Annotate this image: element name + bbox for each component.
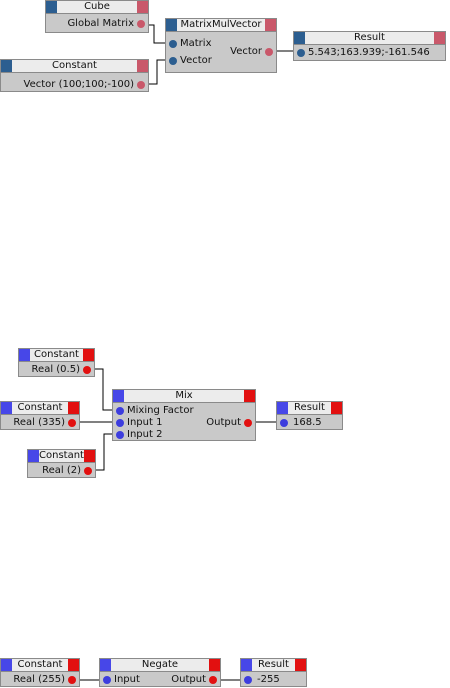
input-port-icon[interactable] xyxy=(116,431,124,439)
result-node-header[interactable]: Result xyxy=(241,659,306,672)
constant-node-header[interactable]: Constant xyxy=(19,349,94,362)
port-label: Input 2 xyxy=(127,429,163,440)
output-port-icon[interactable] xyxy=(209,676,217,684)
constant-node-header[interactable]: Constant xyxy=(1,659,79,672)
result-value: 168.5 xyxy=(293,417,322,428)
port-label: Matrix xyxy=(180,38,212,49)
constant-node-header[interactable]: Constant xyxy=(28,450,95,463)
output-port-icon[interactable] xyxy=(68,676,76,684)
node-title: Result xyxy=(258,659,289,670)
mix-node-header[interactable]: Mix xyxy=(113,390,255,403)
result-node-header[interactable]: Result xyxy=(294,32,445,45)
port-label: Real (2) xyxy=(42,465,81,476)
input-port-icon[interactable] xyxy=(280,419,288,427)
constant-half-node[interactable]: Constant Real (0.5) xyxy=(18,348,95,377)
result-negate-node[interactable]: Result -255 xyxy=(240,658,307,687)
port-label: Global Matrix xyxy=(67,18,134,29)
result-mix-node[interactable]: Result 168.5 xyxy=(276,401,343,430)
input-port-icon[interactable] xyxy=(169,57,177,65)
negate-node[interactable]: Negate Input Output xyxy=(99,658,221,687)
node-title: Constant xyxy=(17,402,63,413)
input-port-icon[interactable] xyxy=(103,676,111,684)
cube-node[interactable]: Cube Global Matrix xyxy=(45,0,149,33)
output-port-icon[interactable] xyxy=(84,467,92,475)
constant-335-node[interactable]: Constant Real (335) xyxy=(0,401,80,430)
constant-node-header[interactable]: Constant xyxy=(1,402,79,415)
cube-node-header[interactable]: Cube xyxy=(46,1,148,14)
node-title: Constant xyxy=(34,349,79,360)
matrix-mul-vector-header[interactable]: MatrixMulVector xyxy=(166,19,276,32)
node-title: Result xyxy=(294,402,325,413)
constant-node-header[interactable]: Constant xyxy=(1,60,148,73)
port-label: Output xyxy=(206,417,241,428)
output-port-icon[interactable] xyxy=(244,419,252,427)
port-label: Real (0.5) xyxy=(31,364,80,375)
result-value: 5.543;163.939;-161.546 xyxy=(308,47,430,58)
port-label: Mixing Factor xyxy=(127,405,194,416)
node-title: Constant xyxy=(52,60,97,71)
output-port-icon[interactable] xyxy=(68,419,76,427)
node-title: Constant xyxy=(17,659,63,670)
node-title: Constant xyxy=(39,450,84,461)
input-port-icon[interactable] xyxy=(116,407,124,415)
mix-node[interactable]: Mix Mixing Factor Input 1 Output Input 2 xyxy=(112,389,256,441)
input-port-icon[interactable] xyxy=(169,40,177,48)
port-label: Output xyxy=(171,674,206,685)
port-label: Vector xyxy=(180,55,212,66)
result-vector-node[interactable]: Result 5.543;163.939;-161.546 xyxy=(293,31,446,61)
node-title: Result xyxy=(354,32,385,43)
node-title: Negate xyxy=(141,659,179,670)
port-label: Vector (100;100;-100) xyxy=(23,79,134,90)
port-label: Real (335) xyxy=(13,417,65,428)
port-label: Real (255) xyxy=(13,674,65,685)
node-title: Cube xyxy=(84,1,110,12)
constant-255-node[interactable]: Constant Real (255) xyxy=(0,658,80,687)
port-label: Input xyxy=(114,674,140,685)
constant-vector-node[interactable]: Constant Vector (100;100;-100) xyxy=(0,59,149,92)
port-label: Input 1 xyxy=(127,417,163,428)
output-port-icon[interactable] xyxy=(137,81,145,89)
input-port-icon[interactable] xyxy=(297,49,305,57)
node-title: Mix xyxy=(175,390,193,401)
output-port-icon[interactable] xyxy=(83,366,91,374)
port-label: Vector xyxy=(230,46,262,57)
output-port-icon[interactable] xyxy=(137,20,145,28)
input-port-icon[interactable] xyxy=(244,676,252,684)
output-port-icon[interactable] xyxy=(265,48,273,56)
matrix-mul-vector-node[interactable]: MatrixMulVector Matrix Vector Vector xyxy=(165,18,277,73)
negate-node-header[interactable]: Negate xyxy=(100,659,220,672)
node-title: MatrixMulVector xyxy=(180,19,262,30)
constant-2-node[interactable]: Constant Real (2) xyxy=(27,449,96,478)
input-port-icon[interactable] xyxy=(116,419,124,427)
result-value: -255 xyxy=(257,674,280,685)
result-node-header[interactable]: Result xyxy=(277,402,342,415)
